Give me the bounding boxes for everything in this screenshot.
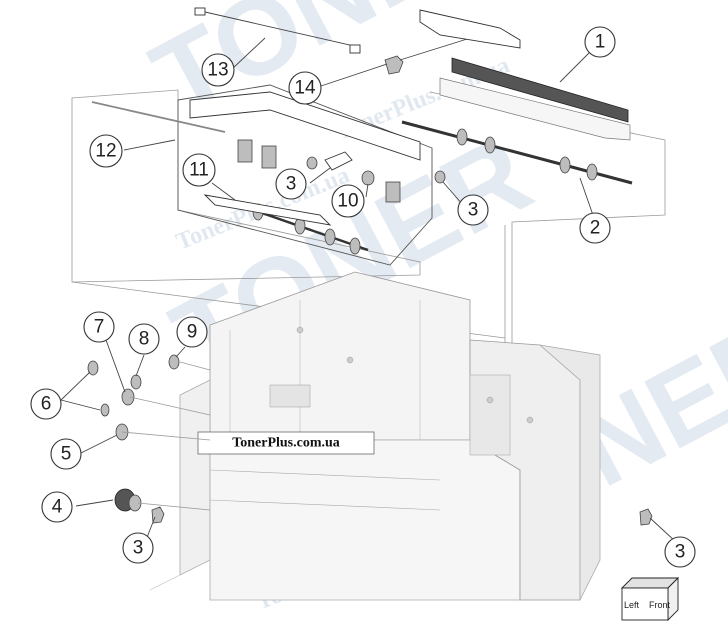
callout-8: 8 bbox=[128, 323, 160, 355]
svg-text:7: 7 bbox=[94, 317, 105, 338]
gear-7 bbox=[121, 388, 135, 406]
callout-10: 10 bbox=[331, 184, 365, 218]
callout-6: 6 bbox=[30, 388, 62, 420]
gear-6b bbox=[100, 403, 110, 417]
gear-6a bbox=[87, 360, 99, 376]
callout-2: 2 bbox=[579, 212, 611, 244]
gear-parts bbox=[87, 354, 211, 512]
orientation-front-label: Front bbox=[649, 600, 671, 610]
brand-label-text: TonerPlus.com.ua bbox=[232, 436, 340, 451]
callout-3c: 3 bbox=[664, 536, 696, 568]
callout-3d: 3 bbox=[122, 532, 154, 564]
callout-4: 4 bbox=[41, 491, 73, 523]
svg-text:9: 9 bbox=[187, 322, 198, 343]
svg-text:3: 3 bbox=[286, 174, 297, 195]
orientation-cube: Left Front bbox=[620, 576, 680, 622]
feed-assembly-box bbox=[177, 84, 433, 266]
callout-14: 14 bbox=[288, 71, 322, 105]
svg-text:12: 12 bbox=[95, 141, 116, 162]
svg-text:3: 3 bbox=[468, 200, 479, 221]
bushing-lower-left bbox=[151, 506, 165, 524]
callout-3b: 3 bbox=[457, 194, 489, 226]
callout-3a: 3 bbox=[275, 168, 307, 200]
callout-5: 5 bbox=[50, 438, 82, 470]
svg-text:3: 3 bbox=[675, 542, 686, 563]
roller-shaft bbox=[401, 120, 633, 185]
svg-text:8: 8 bbox=[139, 329, 150, 350]
svg-text:14: 14 bbox=[294, 78, 316, 99]
svg-text:3: 3 bbox=[133, 538, 144, 559]
long-shaft bbox=[91, 101, 226, 133]
svg-text:4: 4 bbox=[52, 497, 63, 518]
svg-text:13: 13 bbox=[207, 60, 228, 81]
callout-7: 7 bbox=[83, 311, 115, 343]
bushing-lower-right bbox=[639, 508, 653, 526]
svg-text:11: 11 bbox=[189, 160, 209, 181]
svg-text:5: 5 bbox=[61, 444, 72, 465]
svg-text:1: 1 bbox=[595, 32, 606, 53]
callout-1: 1 bbox=[584, 26, 616, 58]
brand-label-box: TonerPlus.com.ua bbox=[197, 431, 375, 455]
svg-text:6: 6 bbox=[41, 394, 52, 415]
cable-assembly bbox=[194, 7, 481, 75]
main-frame bbox=[149, 271, 601, 601]
gear-9 bbox=[168, 354, 180, 370]
bushing-right-upper bbox=[434, 170, 446, 184]
svg-text:2: 2 bbox=[590, 218, 601, 239]
orientation-left-label: Left bbox=[624, 600, 640, 610]
svg-text:10: 10 bbox=[337, 191, 358, 212]
guide-assembly bbox=[439, 57, 631, 141]
callout-12: 12 bbox=[89, 134, 123, 168]
top-bracket bbox=[419, 9, 521, 49]
gear-8 bbox=[130, 374, 142, 390]
callout-13: 13 bbox=[201, 53, 235, 87]
callouts: 1 2 3 3 3 3 4 5 6 7 8 9 10 11 12 13 14 bbox=[30, 26, 696, 568]
leader-lines bbox=[60, 37, 677, 543]
feed-assembly-parts bbox=[189, 91, 421, 255]
callout-9: 9 bbox=[176, 316, 208, 348]
callout-11: 11 bbox=[182, 153, 216, 187]
bushing-parts bbox=[151, 170, 653, 526]
